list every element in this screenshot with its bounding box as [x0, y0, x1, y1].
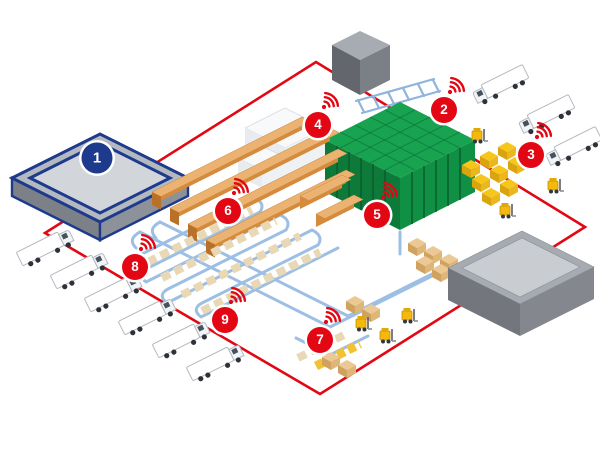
rack-row-short — [299, 174, 352, 209]
truck — [117, 295, 179, 340]
marker-badge: 4 — [305, 112, 331, 138]
truck — [470, 63, 532, 108]
rack-row-short — [315, 194, 364, 227]
marker-number: 1 — [92, 149, 102, 167]
marker-badge: 9 — [212, 307, 238, 333]
gray-tower-building — [332, 31, 390, 95]
safety-fence — [354, 77, 442, 115]
forklift — [401, 307, 419, 325]
marker-number: 8 — [131, 259, 139, 275]
marker-badge: 7 — [307, 327, 333, 353]
marker-badge: 5 — [364, 202, 390, 228]
wifi-signal-icon — [228, 286, 247, 305]
truck — [49, 249, 111, 294]
marker-badge: 6 — [215, 198, 241, 224]
gray-yard-building — [447, 230, 595, 336]
marker-number: 3 — [527, 147, 535, 163]
marker-badge: 1 — [81, 142, 113, 174]
wifi-signal-icon — [447, 76, 466, 95]
marker-number: 7 — [316, 332, 324, 348]
truck — [185, 341, 247, 386]
marker-6[interactable]: 6 — [215, 177, 250, 224]
marker-badge: 2 — [431, 97, 457, 123]
marker-5[interactable]: 5 — [364, 181, 399, 228]
rack-row — [151, 116, 312, 210]
truck — [151, 318, 213, 363]
marker-number: 9 — [221, 312, 229, 328]
forklift — [547, 177, 565, 195]
marker-4[interactable]: 4 — [305, 91, 340, 138]
wifi-signal-icon — [138, 233, 157, 252]
marker-badge: 3 — [518, 142, 544, 168]
marker-number: 4 — [314, 117, 322, 133]
marker-1[interactable]: 1 — [81, 142, 113, 174]
forklift — [379, 327, 397, 345]
wifi-signal-icon — [323, 306, 342, 325]
wifi-signal-icon — [380, 181, 399, 200]
forklift — [499, 202, 517, 220]
marker-9[interactable]: 9 — [212, 286, 247, 333]
rack-row — [169, 127, 340, 226]
wifi-signal-icon — [321, 91, 340, 110]
carton-rows — [146, 206, 363, 371]
marker-number: 5 — [373, 207, 381, 223]
marker-badge: 8 — [122, 254, 148, 280]
marker-2[interactable]: 2 — [431, 76, 466, 123]
marker-3[interactable]: 3 — [518, 121, 553, 168]
wifi-signal-icon — [231, 177, 250, 196]
marker-7[interactable]: 7 — [307, 306, 342, 353]
forklift — [471, 127, 489, 145]
dock-building — [8, 132, 192, 242]
wifi-signal-icon — [534, 121, 553, 140]
marker-number: 2 — [440, 102, 448, 118]
marker-8[interactable]: 8 — [122, 233, 157, 280]
marker-number: 6 — [224, 203, 232, 219]
